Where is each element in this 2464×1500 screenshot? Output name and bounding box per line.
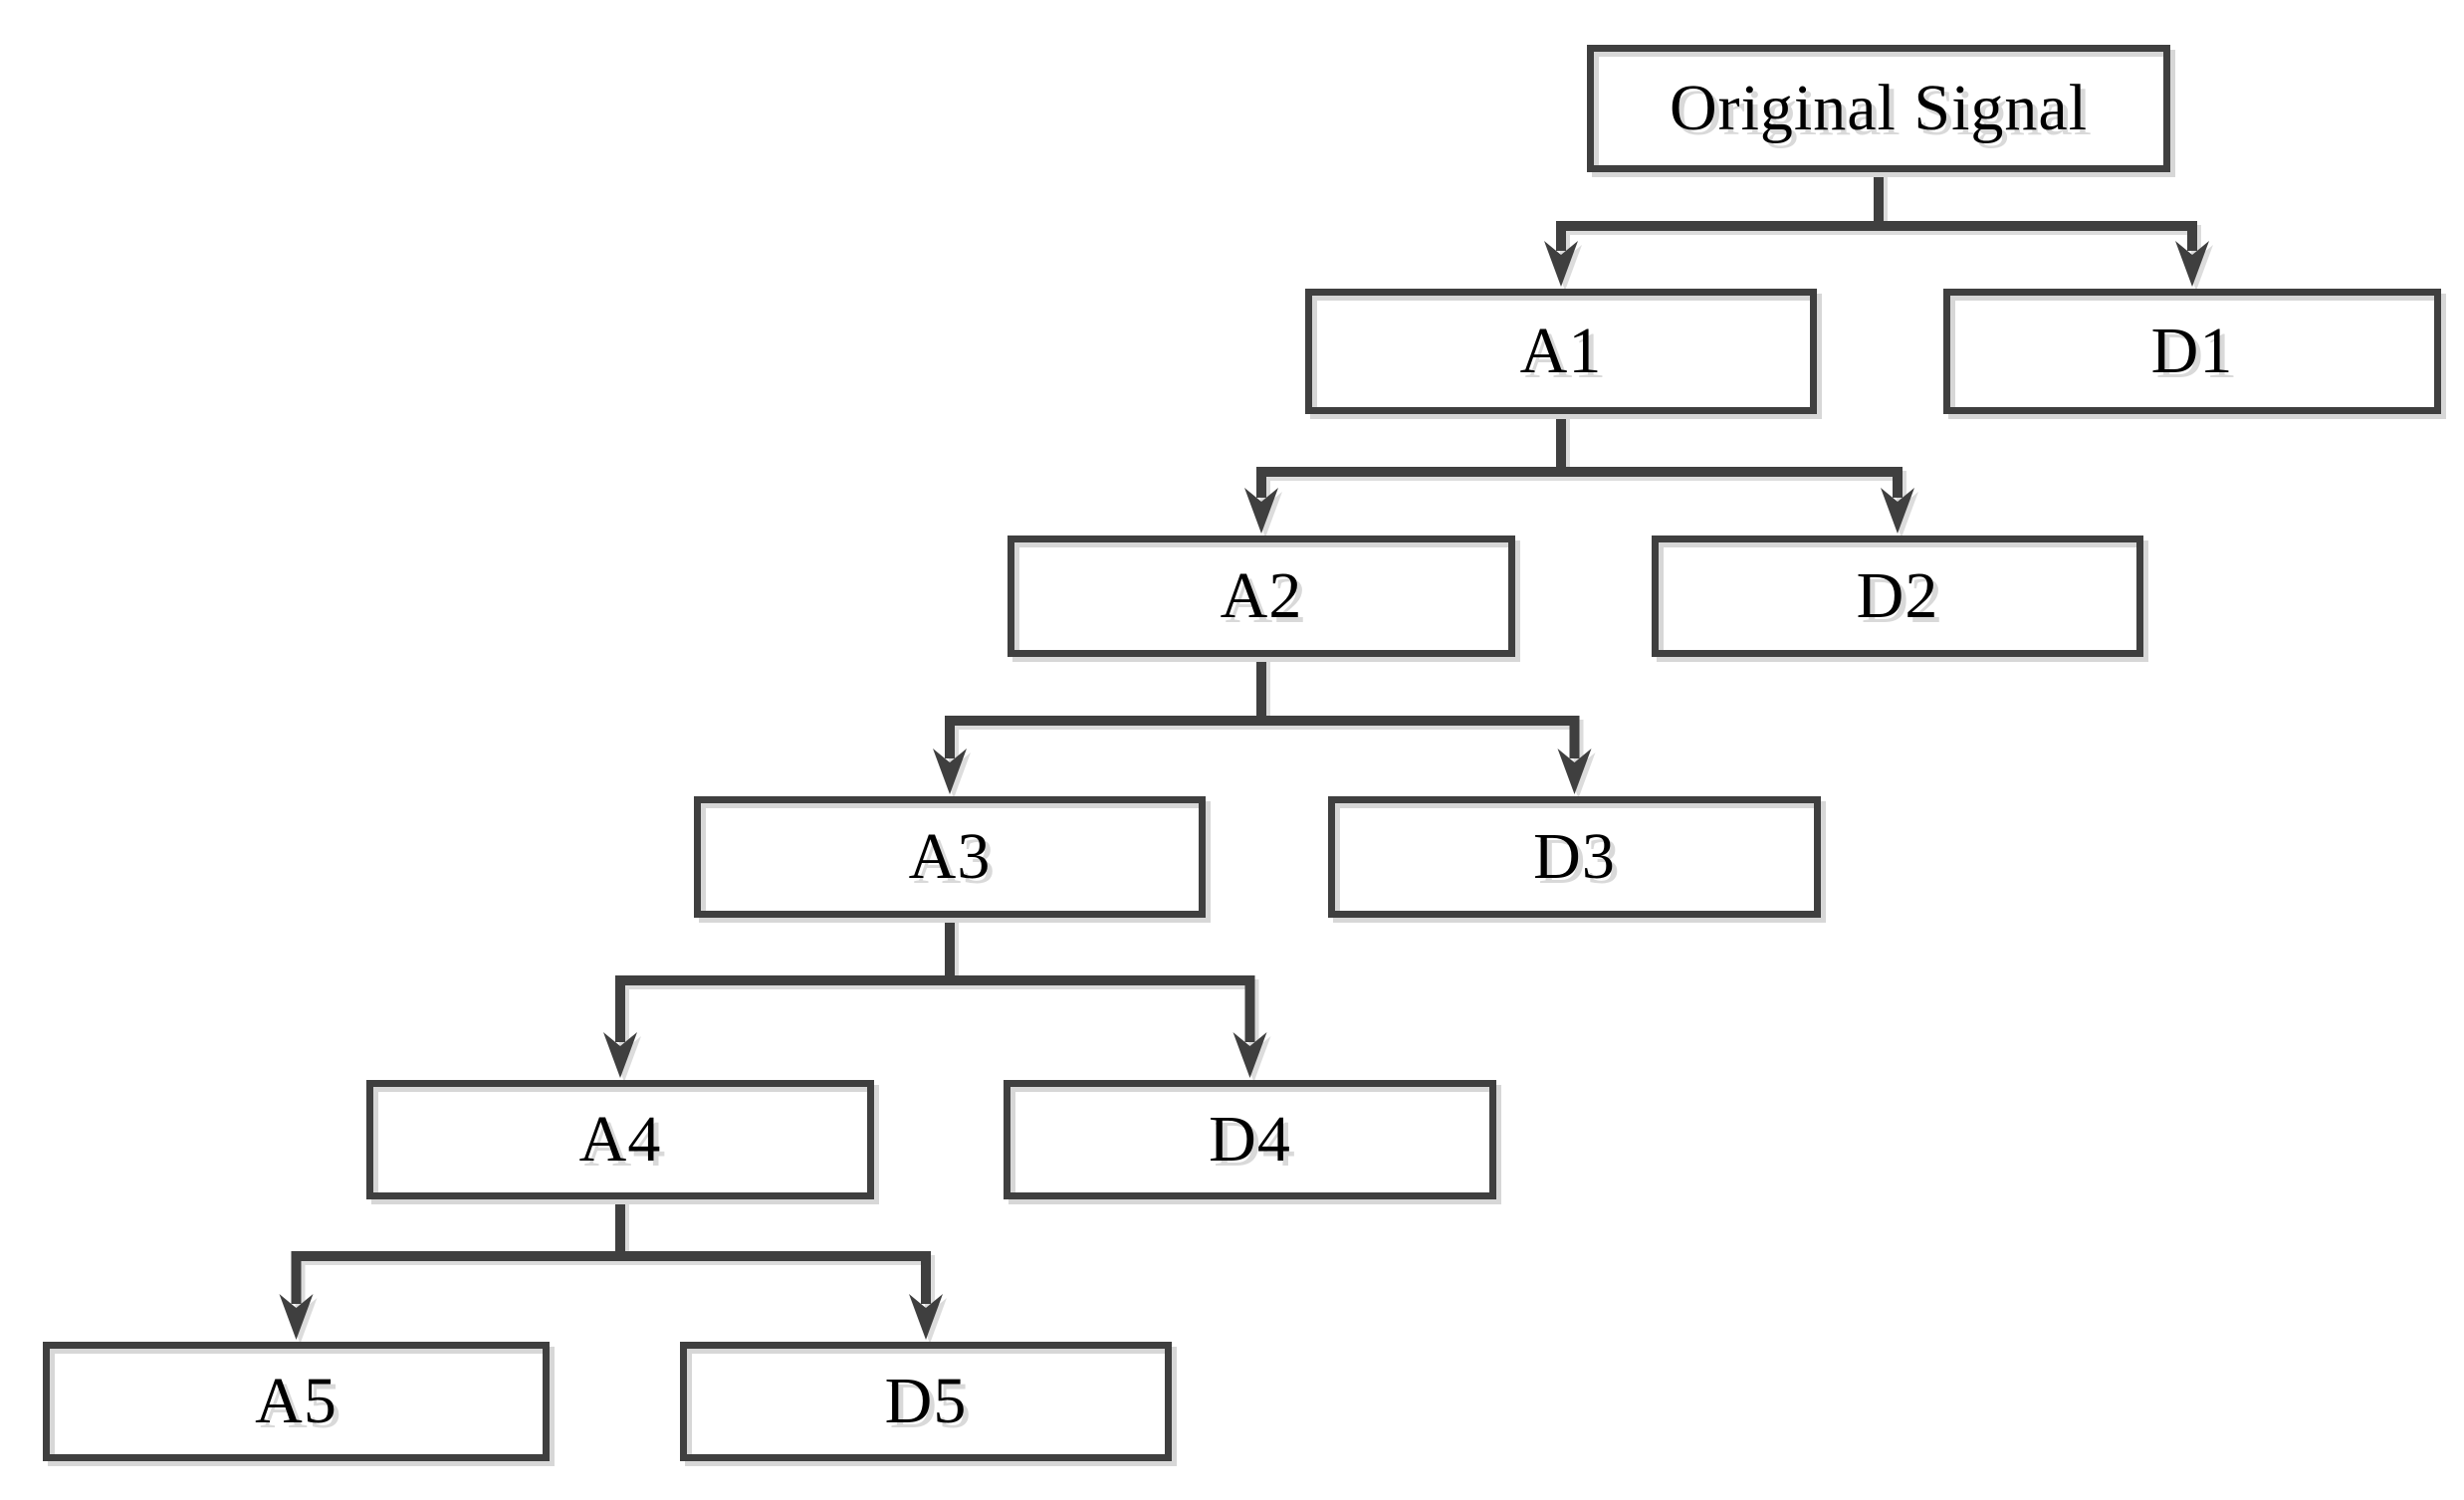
node-label-d4: D4 <box>1209 1103 1291 1176</box>
node-box-original: Original Signal <box>1587 45 2170 172</box>
node-box-d2: D2 <box>1652 536 2143 657</box>
node-box-a4: A4 <box>366 1080 874 1199</box>
connector-arrowhead-d5 <box>909 1294 943 1340</box>
connector-arrowhead-a1 <box>1544 241 1578 287</box>
node-box-a1: A1 <box>1305 289 1817 414</box>
connector-branch-original <box>1556 221 2197 251</box>
node-box-a5: A5 <box>43 1342 550 1461</box>
node-label-d5: D5 <box>884 1365 968 1437</box>
node-box-d3: D3 <box>1328 796 1821 918</box>
connector-arrowhead-d1 <box>2175 241 2209 287</box>
connector-arrowhead-a2 <box>1244 488 1278 534</box>
node-label-d2: D2 <box>1856 559 1939 632</box>
connector-branch-a2 <box>945 716 1580 758</box>
node-label-d1: D1 <box>2150 315 2234 387</box>
node-box-a3: A3 <box>694 796 1206 918</box>
node-label-a4: A4 <box>578 1103 662 1176</box>
node-box-d4: D4 <box>1004 1080 1496 1199</box>
node-label-a2: A2 <box>1220 559 1303 632</box>
node-box-d5: D5 <box>680 1342 1172 1461</box>
node-label-original: Original Signal <box>1669 72 2089 144</box>
node-label-a5: A5 <box>255 1365 337 1437</box>
node-label-d3: D3 <box>1533 820 1616 893</box>
node-box-a2: A2 <box>1008 536 1515 657</box>
connector-arrowhead-a3 <box>933 749 967 794</box>
connector-arrowhead-d3 <box>1557 749 1592 794</box>
connector-arrowhead-a4 <box>603 1032 637 1078</box>
connector-arrowhead-d4 <box>1232 1032 1267 1078</box>
connector-arrowhead-d2 <box>1881 488 1914 534</box>
node-label-a3: A3 <box>908 820 992 893</box>
connector-branch-a1 <box>1256 467 1903 498</box>
connector-branch-a4 <box>291 1251 931 1304</box>
connector-arrowhead-a5 <box>279 1294 314 1340</box>
node-label-a1: A1 <box>1519 315 1603 387</box>
node-box-d1: D1 <box>1943 289 2441 414</box>
connector-branch-a3 <box>615 975 1255 1042</box>
